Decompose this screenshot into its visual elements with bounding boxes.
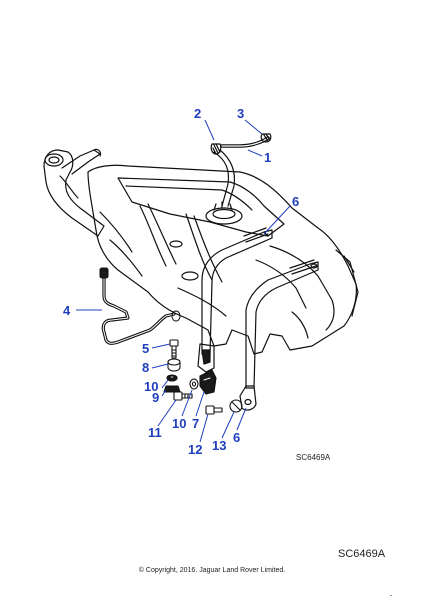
- callout-9: 9: [152, 390, 159, 405]
- callout-10-left: 10: [144, 379, 158, 394]
- strap-front: [239, 259, 319, 411]
- callout-4: 4: [63, 303, 71, 318]
- callout-13: 13: [212, 438, 226, 453]
- cap-13: [229, 399, 243, 413]
- callout-3: 3: [237, 106, 244, 121]
- fuel-pipe: [99, 267, 181, 345]
- hose-clip-2: [210, 143, 222, 155]
- callout-8: 8: [142, 360, 149, 375]
- callout-6-bottom: 6: [233, 430, 240, 445]
- callout-6-top: 6: [292, 194, 299, 209]
- bracket-7: [199, 369, 217, 395]
- illustration-reference-code: SC6469A: [338, 548, 386, 560]
- nut-9: [163, 385, 181, 393]
- leader-lines: [76, 119, 291, 443]
- spacer-8: [167, 358, 181, 372]
- callout-12: 12: [188, 442, 202, 457]
- bolt-11: [173, 391, 193, 401]
- filler-neck: [43, 148, 105, 237]
- copyright-notice: © Copyright, 2016. Jaguar Land Rover Lim…: [138, 567, 286, 574]
- callout-7: 7: [192, 416, 199, 431]
- callouts: 1 2 3 4 5 6 6 7 8 9 10 10 11 12 13: [63, 106, 299, 457]
- callout-11: 11: [148, 425, 162, 440]
- bolt-12: [205, 405, 223, 415]
- callout-5: 5: [142, 341, 149, 356]
- hose-clip-3: [260, 133, 272, 143]
- callout-10-right: 10: [172, 416, 186, 431]
- bolt-5: [169, 339, 179, 359]
- washer-10a: [166, 374, 178, 382]
- strap-rear: [197, 227, 273, 373]
- callout-2: 2: [194, 106, 201, 121]
- diagram-reference-code: SC6469A: [296, 453, 331, 462]
- corner-mark: [390, 595, 392, 596]
- callout-1: 1: [264, 150, 271, 165]
- washer-10b: [189, 378, 199, 390]
- fuel-tank: [87, 164, 359, 355]
- vent-hose-assembly: [213, 136, 270, 207]
